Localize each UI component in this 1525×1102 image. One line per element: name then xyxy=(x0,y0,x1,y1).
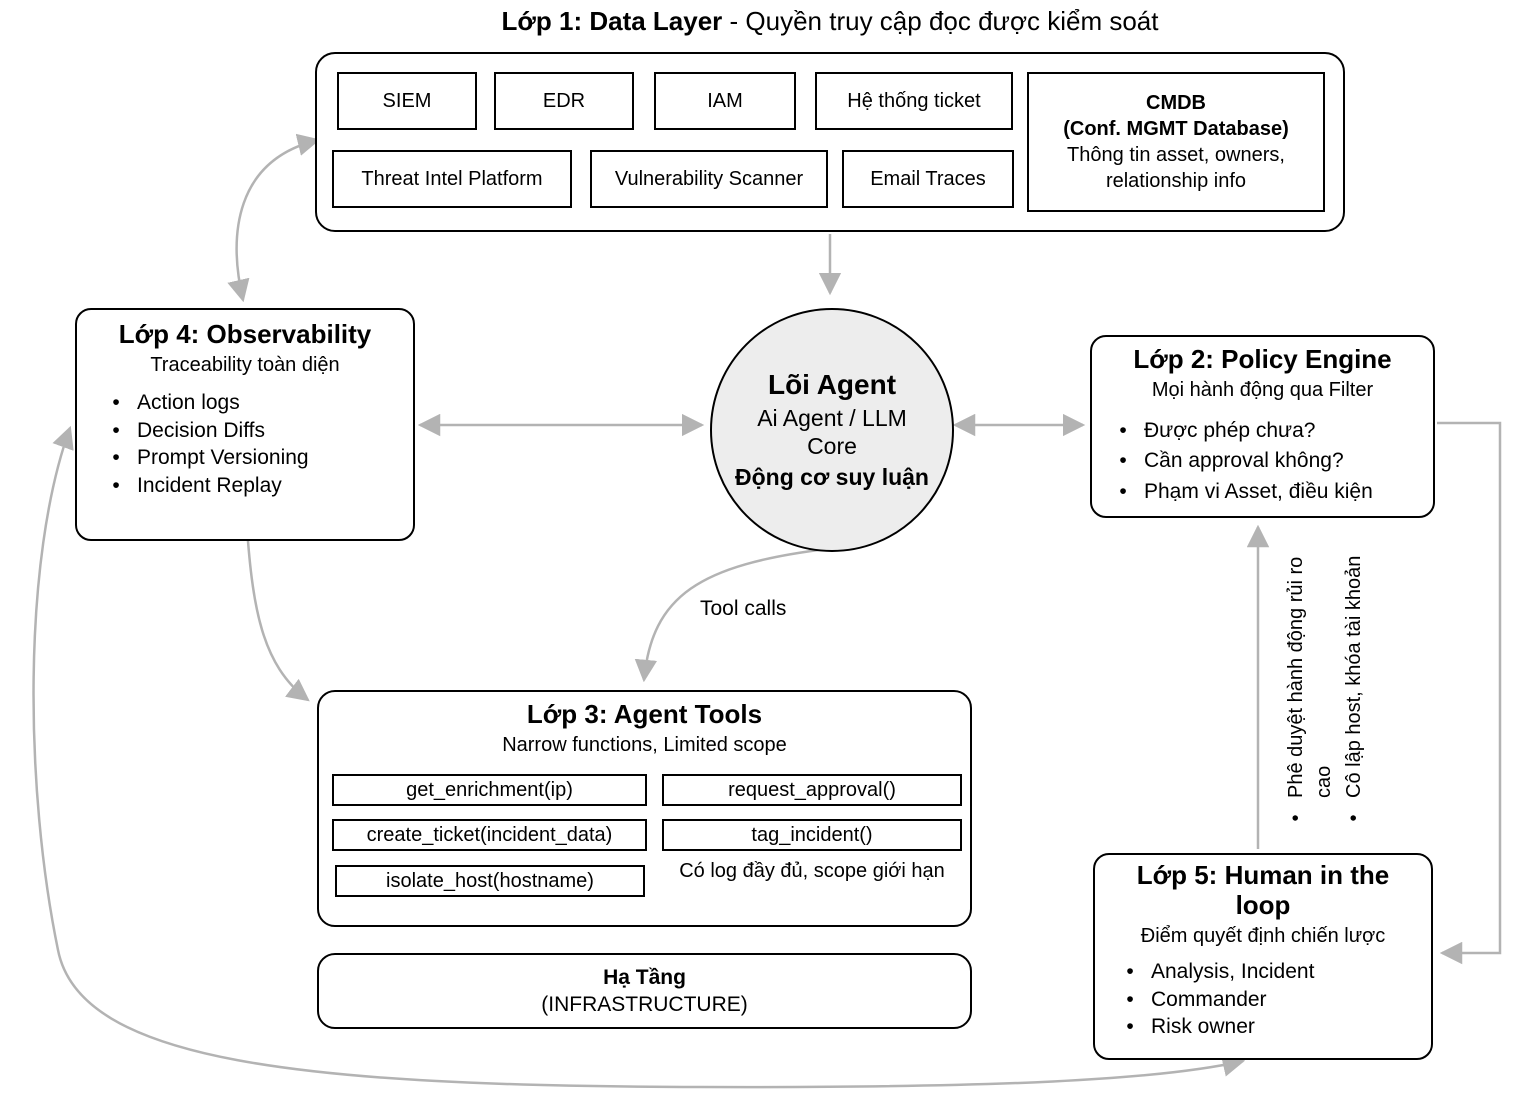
list-item: Action logs xyxy=(95,389,413,417)
tool-isolate-host: isolate_host(hostname) xyxy=(335,865,645,897)
bullet-icon xyxy=(95,389,137,417)
layer1-box-email-traces: Email Traces xyxy=(842,150,1014,208)
layer3-subtitle: Narrow functions, Limited scope xyxy=(502,733,787,756)
layer1-box-edr: EDR xyxy=(494,72,634,130)
layer1-data-layer-container: SIEM EDR IAM Hệ thống ticket CMDB (Conf.… xyxy=(315,52,1345,232)
layer1-box-ticket: Hệ thống ticket xyxy=(815,72,1013,130)
tool-calls-label: Tool calls xyxy=(700,597,787,620)
layer2-policy-engine-box: Lớp 2: Policy Engine Mọi hành động qua F… xyxy=(1090,335,1435,518)
list-item: Cần approval không? xyxy=(1102,446,1433,476)
layer2-subtitle: Mọi hành động qua Filter xyxy=(1151,378,1374,401)
layer3-note: Có log đầy đủ, scope giới hạn xyxy=(679,860,945,882)
layer5-list: Analysis, Incident Commander Risk owner xyxy=(1095,958,1431,1041)
layer1-box-vuln-scanner-label: Vulnerability Scanner xyxy=(614,167,804,190)
bullet-icon xyxy=(1102,446,1144,476)
tool-label: create_ticket(incident_data) xyxy=(366,823,613,846)
vertical-label-text: Cô lập host, khóa tài khoản xyxy=(1343,555,1365,798)
tool-label: get_enrichment(ip) xyxy=(406,778,573,801)
list-item: Incident Replay xyxy=(95,472,413,500)
layer2-item-label: Được phép chưa? xyxy=(1144,418,1316,442)
layer5-item-label: Risk owner xyxy=(1151,1015,1255,1039)
layer2-list: Được phép chưa? Cần approval không? Phạm… xyxy=(1092,416,1433,507)
layer1-box-ticket-label: Hệ thống ticket xyxy=(847,89,981,112)
list-item: Phạm vi Asset, điều kiện xyxy=(1102,477,1433,507)
vertical-label-isolate-lock: Cô lập host, khóa tài khoản xyxy=(1340,538,1368,838)
core-subtitle: Ai Agent / LLM Core xyxy=(757,404,907,460)
layer1-box-iam-label: IAM xyxy=(707,89,743,112)
bullet-icon xyxy=(95,417,137,445)
infrastructure-title: Hạ Tầng xyxy=(603,965,686,989)
list-item: Analysis, Incident xyxy=(1109,958,1431,986)
layer2-item-label: Cần approval không? xyxy=(1144,449,1344,473)
bullet-icon xyxy=(1102,477,1144,507)
list-item: Decision Diffs xyxy=(95,417,413,445)
bullet-icon xyxy=(1340,798,1368,838)
layer1-box-cmdb: CMDB (Conf. MGMT Database) Thông tin ass… xyxy=(1027,72,1325,212)
core-agent-circle: Lõi Agent Ai Agent / LLM Core Động cơ su… xyxy=(710,308,954,552)
layer3-agent-tools-box: Lớp 3: Agent Tools Narrow functions, Lim… xyxy=(317,690,972,927)
layer1-box-siem: SIEM xyxy=(337,72,477,130)
cmdb-description: Thông tin asset, owners, relationship in… xyxy=(1067,144,1285,192)
layer1-box-edr-label: EDR xyxy=(542,89,586,112)
layer1-box-threat-intel-label: Threat Intel Platform xyxy=(361,167,543,190)
bullet-icon xyxy=(1282,798,1338,838)
arrow-layer2-layer5 xyxy=(1437,421,1502,965)
list-item: Được phép chưa? xyxy=(1102,416,1433,446)
vertical-label-approve-high-risk: Phê duyệt hành động rủi ro cao xyxy=(1282,538,1338,838)
layer5-item-label: Analysis, Incident xyxy=(1151,959,1315,983)
tool-create-ticket: create_ticket(incident_data) xyxy=(332,819,647,851)
tool-label: tag_incident() xyxy=(751,823,873,846)
layer2-title: Lớp 2: Policy Engine xyxy=(1133,344,1392,374)
layer1-box-vuln-scanner: Vulnerability Scanner xyxy=(590,150,828,208)
layer5-subtitle: Điểm quyết định chiến lược xyxy=(1140,924,1386,947)
bullet-icon xyxy=(1109,1013,1151,1041)
list-item: Commander xyxy=(1109,986,1431,1014)
tool-tag-incident: tag_incident() xyxy=(662,819,962,851)
tool-request-approval: request_approval() xyxy=(662,774,962,806)
layer1-box-iam: IAM xyxy=(654,72,796,130)
core-engine-label: Động cơ suy luận xyxy=(735,464,929,491)
layer1-box-email-traces-label: Email Traces xyxy=(870,167,986,190)
layer4-subtitle: Traceability toàn diện xyxy=(150,353,340,376)
tool-label: isolate_host(hostname) xyxy=(386,869,594,892)
tool-label: request_approval() xyxy=(728,778,896,801)
layer2-item-label: Phạm vi Asset, điều kiện xyxy=(1144,479,1373,503)
infrastructure-subtitle: (INFRASTRUCTURE) xyxy=(541,993,748,1016)
infrastructure-box: Hạ Tầng (INFRASTRUCTURE) xyxy=(317,953,972,1029)
layer4-item-label: Decision Diffs xyxy=(137,418,265,442)
layer4-item-label: Incident Replay xyxy=(137,474,282,498)
layer1-box-threat-intel: Threat Intel Platform xyxy=(332,150,572,208)
layer5-human-in-loop-box: Lớp 5: Human in the loop Điểm quyết định… xyxy=(1093,853,1433,1060)
diagram-title-bold: Lớp 1: Data Layer xyxy=(501,6,723,36)
layer4-title: Lớp 4: Observability xyxy=(118,319,372,349)
cmdb-subtitle: (Conf. MGMT Database) xyxy=(1063,118,1289,140)
core-title: Lõi Agent xyxy=(767,369,897,401)
layer4-observability-box: Lớp 4: Observability Traceability toàn d… xyxy=(75,308,415,541)
arrow-layer4-layer3 xyxy=(236,510,310,702)
layer3-title: Lớp 3: Agent Tools xyxy=(526,699,763,729)
tool-get-enrichment: get_enrichment(ip) xyxy=(332,774,647,806)
bullet-icon xyxy=(95,472,137,500)
layer4-list: Action logs Decision Diffs Prompt Versio… xyxy=(77,389,413,500)
layer1-box-siem-label: SIEM xyxy=(382,89,432,112)
layer4-item-label: Action logs xyxy=(137,390,240,414)
bullet-icon xyxy=(95,444,137,472)
cmdb-title: CMDB xyxy=(1146,92,1206,114)
diagram-title: Lớp 1: Data Layer - Quyền truy cập đọc đ… xyxy=(315,6,1345,37)
layer5-item-label: Commander xyxy=(1151,987,1267,1011)
diagram-title-rest: - Quyền truy cập đọc được kiểm soát xyxy=(722,6,1159,36)
list-item: Risk owner xyxy=(1109,1013,1431,1041)
bullet-icon xyxy=(1109,986,1151,1014)
bullet-icon xyxy=(1102,416,1144,446)
bullet-icon xyxy=(1109,958,1151,986)
layer5-title: Lớp 5: Human in the loop xyxy=(1136,860,1390,920)
layer4-item-label: Prompt Versioning xyxy=(137,446,309,470)
vertical-label-text: Phê duyệt hành động rủi ro cao xyxy=(1285,556,1335,798)
arrow-layer1-layer4 xyxy=(227,133,321,303)
list-item: Prompt Versioning xyxy=(95,444,413,472)
